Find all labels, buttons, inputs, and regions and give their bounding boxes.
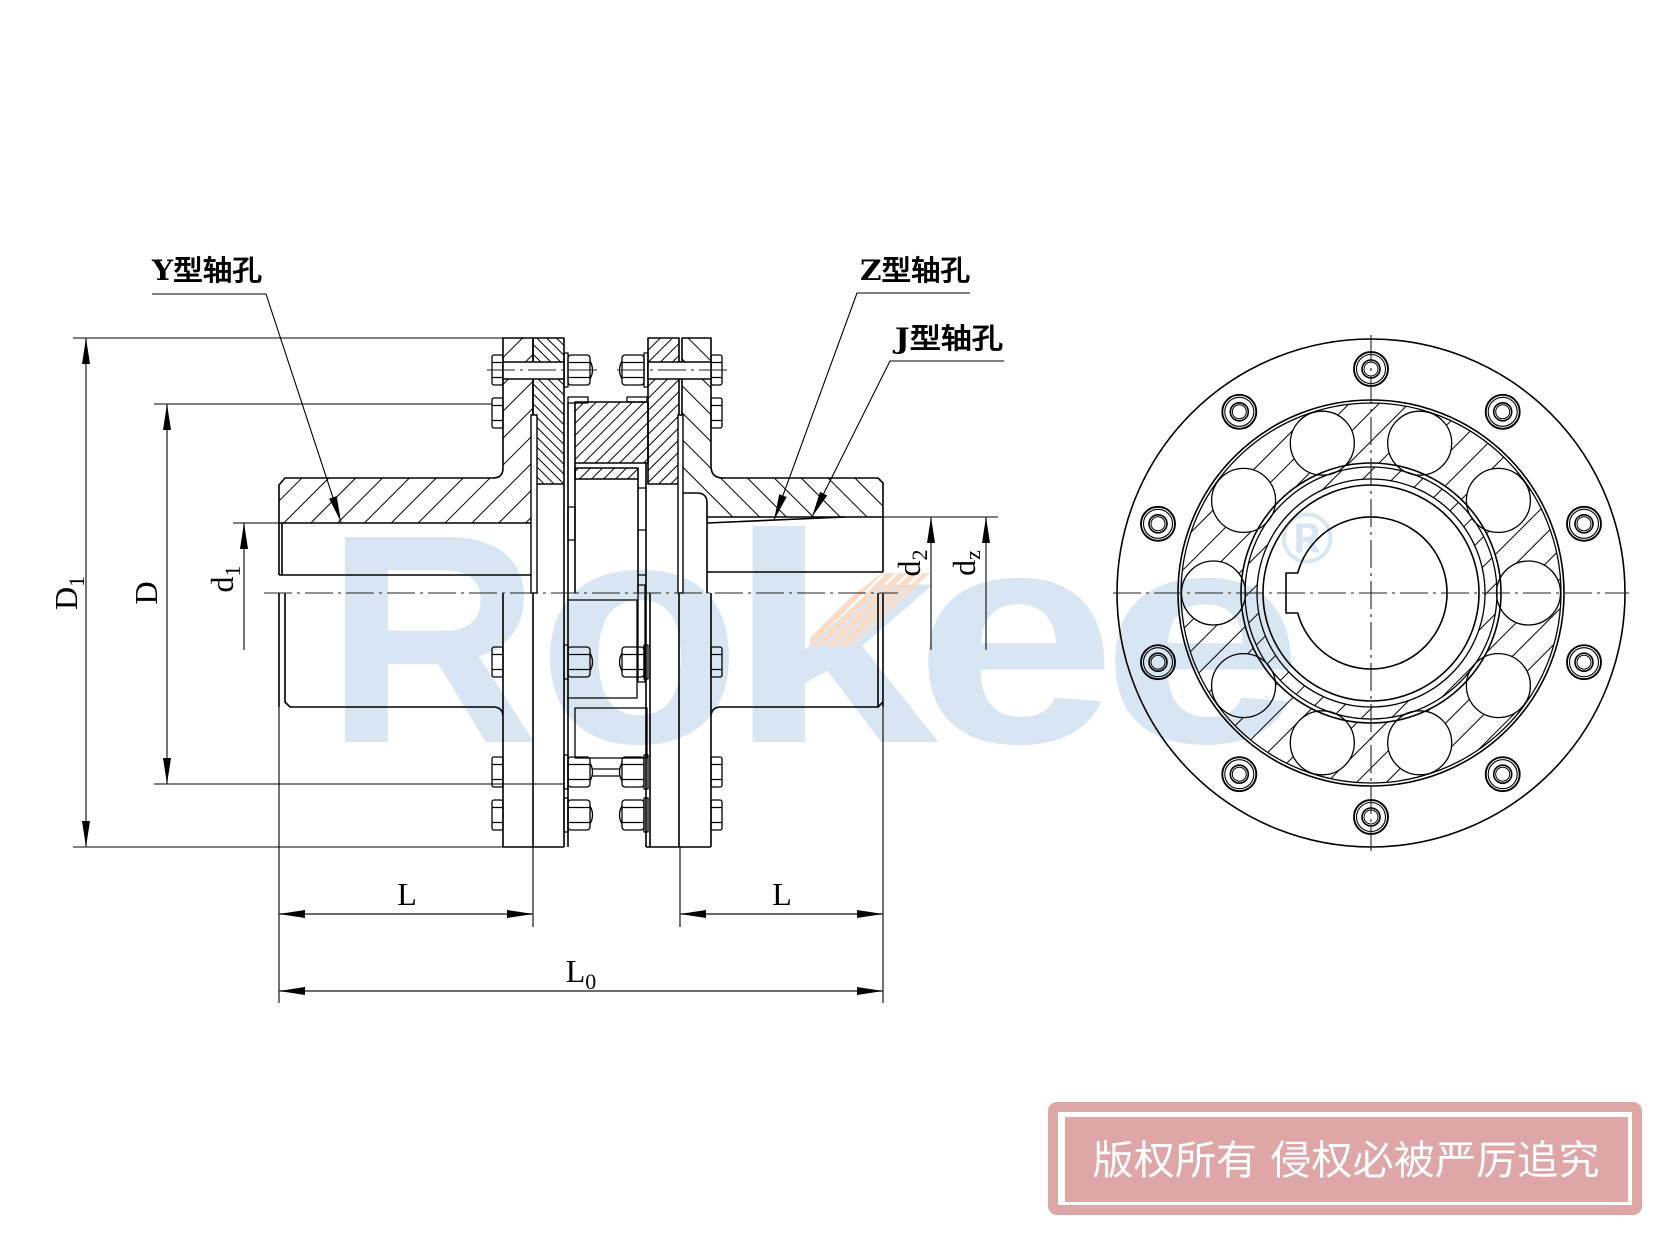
flange-bolt xyxy=(1566,505,1602,542)
dim-label-main: L xyxy=(772,876,792,912)
dim-label-L0: L0 xyxy=(566,953,597,994)
dim-label-main: d xyxy=(891,561,927,577)
dim-label-dz: dz xyxy=(946,550,985,576)
dim-label-d1: d1 xyxy=(204,566,245,593)
roller xyxy=(1387,410,1453,476)
dim-label-main: d xyxy=(946,560,982,576)
dim-label-sub: 1 xyxy=(220,566,245,577)
dim-label-sub: 2 xyxy=(907,550,932,561)
end-view xyxy=(1113,335,1629,851)
watermark-letter-e1: e xyxy=(914,466,1117,807)
right-shim xyxy=(677,414,684,594)
roller xyxy=(1289,710,1355,776)
dim-label-sub: z xyxy=(960,550,985,560)
left-hub-section xyxy=(278,337,534,524)
left-bolt-head xyxy=(491,397,504,429)
dimensions: D1 D d1 d2 dz L L L0 xyxy=(48,337,998,1003)
flexible-element-parts xyxy=(567,396,648,777)
dim-label-main: d xyxy=(204,577,240,593)
bore-callouts: Y型轴孔 Z型轴孔 J型轴孔 xyxy=(151,254,1004,523)
right-spacer-section xyxy=(647,337,680,485)
watermark-letter-r: R xyxy=(325,473,540,806)
label-z-bore: Z型轴孔 xyxy=(860,254,970,287)
dim-label-main: L xyxy=(397,876,417,912)
dim-label-L-right: L xyxy=(772,876,792,912)
roller xyxy=(1289,410,1355,476)
dim-label-main: D xyxy=(128,581,164,604)
dim-label-sub: 0 xyxy=(585,969,596,994)
roller xyxy=(1465,467,1532,534)
center-block-strip xyxy=(574,467,639,480)
dim-label-sub: 1 xyxy=(64,576,89,587)
stamp-text: 版权所有 侵权必被严厉追究 xyxy=(1093,1138,1600,1184)
left-shim xyxy=(530,414,538,594)
stamp-border xyxy=(1048,1102,1642,1215)
keyed-bore xyxy=(1285,516,1448,670)
dim-label-main: D xyxy=(48,587,84,610)
dim-label-D1: D1 xyxy=(48,576,89,610)
copyright-stamp: 版权所有 侵权必被严厉追究 xyxy=(1048,1102,1642,1215)
side-section-view xyxy=(264,337,898,848)
roller xyxy=(1210,652,1277,719)
dim-label-d2: d2 xyxy=(891,550,932,577)
center-block-section xyxy=(574,401,649,464)
stamp-fill xyxy=(1065,1117,1628,1202)
dim-label-L-left: L xyxy=(397,876,417,912)
extension-lines xyxy=(73,337,998,1003)
roller xyxy=(1210,467,1277,534)
flange-bolt xyxy=(1566,644,1602,681)
label-y-bore: Y型轴孔 xyxy=(151,254,262,287)
label-j-bore: J型轴孔 xyxy=(892,322,1003,355)
right-hub-section xyxy=(681,337,884,518)
end-view-center-lines xyxy=(1113,335,1629,851)
roller xyxy=(1465,652,1532,719)
watermark-accent-stripes xyxy=(810,573,930,646)
roller xyxy=(1387,710,1453,776)
dim-label-D: D xyxy=(128,581,164,604)
right-bolt-head xyxy=(710,397,723,429)
dimension-lines xyxy=(85,338,987,992)
dim-label-main: L xyxy=(566,953,586,989)
callout-leader-lines xyxy=(152,292,1004,523)
accent-stripe-lines xyxy=(810,573,930,646)
